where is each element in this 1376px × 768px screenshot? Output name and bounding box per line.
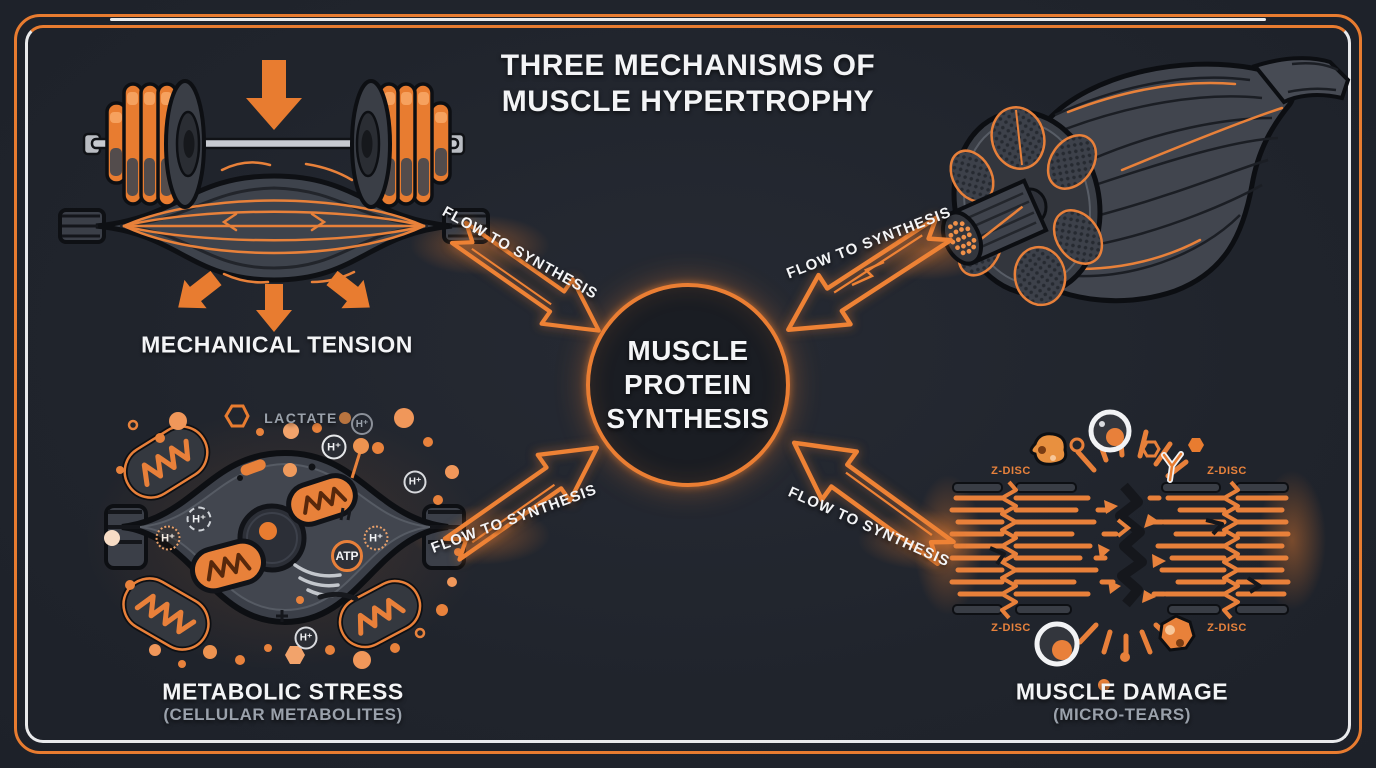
metabolite-dots [104, 404, 462, 669]
title-line-1: THREE MECHANISMS OF [500, 49, 876, 82]
muscle-protein-synthesis-node: MUSCLE PROTEIN SYNTHESIS [586, 283, 790, 487]
lactate-label: LACTATE [264, 410, 338, 426]
hplus-token: H⁺ [186, 506, 212, 532]
zdisc-label-bottom-left: Z-DISC [991, 622, 1031, 634]
metabolic-stress-sublabel: (CELLULAR METABOLITES) [163, 705, 403, 724]
center-line-3: SYNTHESIS [606, 403, 770, 434]
muscle-fiber-illustration [940, 56, 1351, 307]
muscle-damage-illustration [914, 409, 1326, 691]
hplus-token: H⁺ [294, 626, 318, 650]
page-title: THREE MECHANISMS OF MUSCLE HYPERTROPHY [501, 48, 876, 120]
mechanical-tension-label: MECHANICAL TENSION [141, 331, 413, 358]
muscle-damage-label: MUSCLE DAMAGE [1015, 678, 1229, 705]
hplus-token: H⁺ [351, 413, 373, 435]
muscle-damage-sublabel: (MICRO-TEARS) [1053, 705, 1191, 724]
metabolic-stress-illustration [85, 404, 485, 670]
zdisc-label-top-left: Z-DISC [991, 465, 1031, 477]
mechanical-tension-illustration [58, 60, 490, 332]
hplus-token: H⁺ [363, 525, 389, 551]
zdisc-label-bottom-right: Z-DISC [1207, 622, 1247, 634]
title-line-2: MUSCLE HYPERTROPHY [501, 85, 875, 118]
atp-token: ATP [331, 540, 363, 572]
hplus-token: H⁺ [321, 434, 347, 460]
zdisc-label-top-right: Z-DISC [1207, 465, 1247, 477]
hplus-token: H⁺ [403, 470, 427, 494]
center-line-2: PROTEIN [624, 369, 752, 400]
center-line-1: MUSCLE [627, 335, 749, 366]
flow-arrows [436, 204, 963, 577]
metabolic-stress-label: METABOLIC STRESS [162, 678, 404, 705]
hplus-token: H⁺ [155, 525, 181, 551]
top-border-accent-line [110, 18, 1266, 21]
